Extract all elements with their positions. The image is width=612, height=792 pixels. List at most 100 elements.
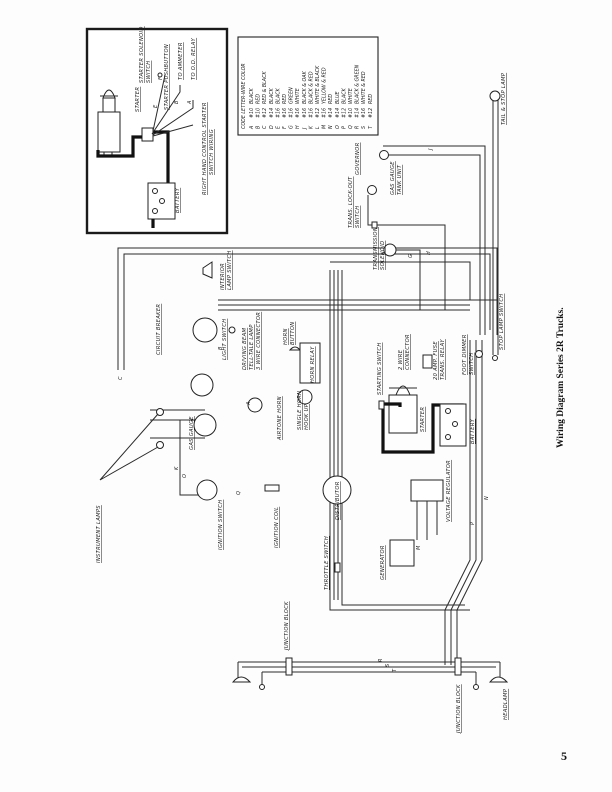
code-row-letter: N	[328, 125, 334, 129]
label-starter: STARTER	[420, 407, 426, 432]
wire-letter-markers: C A B K O Q J G H M P N R S T	[118, 148, 490, 672]
code-row-letter: G	[289, 125, 295, 129]
inset-battery-icon	[147, 182, 176, 228]
code-row-color: BLUE	[335, 91, 341, 104]
code-row-letter: M	[322, 124, 328, 129]
label-interior-lamp-switch-2: LAMP SWITCH	[227, 250, 233, 290]
parking-lamp-left-icon	[259, 684, 265, 690]
code-row-gauge: #12	[262, 108, 268, 118]
code-row-letter: F	[282, 126, 288, 129]
code-row-letter: A	[249, 126, 255, 130]
code-row-gauge: #12	[341, 108, 347, 118]
label-transmission-solenoid-2: SOLENOID	[380, 241, 386, 270]
code-row-gauge: #10	[256, 108, 262, 118]
inset-starter-label: STARTER	[135, 87, 141, 112]
junction-block-left-icon	[285, 657, 293, 676]
label-driving-beam-1: DRIVING BEAM	[242, 328, 248, 370]
label-interior-lamp-switch-1: INTERIOR	[220, 263, 226, 290]
inset-starter-icon	[97, 89, 121, 157]
code-row-color: RED	[368, 94, 374, 104]
horn-relay-icon	[299, 342, 321, 384]
label-battery: BATTERY	[470, 418, 476, 444]
code-table-frame	[237, 36, 379, 136]
wire-marker-t: T	[392, 668, 398, 672]
ammeter-icon	[190, 373, 214, 397]
code-row-gauge: #12	[315, 108, 321, 118]
code-row-letter: K	[308, 125, 314, 129]
code-row-letter: P	[341, 126, 347, 129]
starter-icon	[388, 385, 418, 434]
code-row-letter: H	[295, 125, 301, 129]
code-row-gauge: #16	[295, 108, 301, 118]
label-trans-lockout-2: SWITCH	[355, 206, 361, 228]
label-gas-gauge-tank-unit-2: TANK UNIT	[397, 164, 403, 195]
code-row-letter: T	[368, 125, 374, 129]
inset-solenoid-label-2: SWITCH	[146, 61, 152, 83]
junction-block-right-icon	[454, 657, 462, 676]
airtone-horn-icon	[247, 397, 263, 413]
label-fuse-1: 20 AMP. FUSE	[433, 341, 439, 380]
wire-marker-a: A	[246, 401, 252, 406]
label-trans-lockout-1: TRANS. LOCK-OUT	[348, 176, 354, 228]
inset-panel: STARTER STARTER SOLENOID SWITCH STARTER …	[85, 26, 229, 235]
wire-marker-b: B	[218, 346, 224, 350]
label-ignition-coil: IGNITION COIL	[274, 507, 280, 548]
label-single-horn-1: SINGLE HORN	[297, 391, 303, 430]
wire-marker-c: C	[118, 376, 124, 380]
gas-gauge-tank-unit-icon	[379, 150, 389, 160]
label-junction-block-left: JUNCTION BLOCK	[284, 601, 290, 651]
single-horn-icon	[297, 389, 313, 405]
label-driving-beam-3: 3 WIRE CONNECTOR	[256, 312, 262, 370]
inset-solenoid-label-1: STARTER SOLENOID	[139, 26, 145, 83]
component-labels: TAIL & STOP LAMP STOP LAMP SWITCH GAS GA…	[96, 72, 509, 734]
instrument-lamp-icon	[156, 408, 164, 416]
code-row-color: BLACK	[269, 87, 275, 104]
throttle-switch-icon	[334, 562, 341, 573]
code-row-letter: D	[269, 125, 275, 129]
component-icons	[99, 261, 509, 690]
label-airtone-horn: AIRTONE HORN	[277, 396, 283, 441]
code-row-gauge: #16	[289, 108, 295, 118]
code-row-color: RED & BLACK	[262, 71, 268, 104]
code-row-gauge: #14	[269, 108, 275, 118]
wire-marker-m: M	[416, 545, 422, 550]
wire-marker-k: K	[174, 466, 180, 470]
tail-stop-lamp-icon	[489, 90, 501, 102]
light-switch-icon	[192, 317, 218, 343]
code-row-gauge: #14	[335, 108, 341, 118]
code-row-gauge: #14	[328, 108, 334, 118]
inset-heading-line-2: SWITCH WIRING	[209, 129, 215, 175]
gas-gauge-icon	[193, 413, 217, 437]
code-row-gauge: #16	[282, 108, 288, 118]
label-light-switch: LIGHT SWITCH	[222, 319, 228, 360]
code-row-letter: E	[275, 125, 281, 129]
label-tail-stop-lamp: TAIL & STOP LAMP	[501, 72, 507, 125]
voltage-regulator-icon	[410, 479, 444, 502]
parking-lamp-right-icon	[473, 684, 479, 690]
inset-wire-b: B	[174, 100, 180, 104]
starting-switch-icon	[378, 400, 385, 410]
code-row-gauge: #16	[275, 108, 281, 118]
code-row-letter: R	[355, 126, 361, 129]
code-row-gauge: #10	[249, 108, 255, 118]
wire-marker-n: N	[484, 496, 490, 500]
code-row-gauge: #12	[368, 108, 374, 118]
label-gas-gauge-tank-unit-1: GAS GAUGE	[390, 161, 396, 195]
code-row-letter: B	[256, 126, 262, 129]
label-two-wire-connector-1: 2 WIRE	[398, 349, 404, 370]
wire-marker-h: H	[426, 251, 432, 255]
label-gas-gauge: GAS GAUGE	[189, 416, 195, 450]
battery-icon	[439, 403, 467, 447]
label-governor: GOVERNOR	[355, 142, 361, 175]
wire-harness	[117, 90, 501, 685]
label-stop-lamp-switch: STOP LAMP SWITCH	[499, 294, 505, 350]
code-row-gauge: #16	[322, 108, 328, 118]
code-row-color: BLACK & RED	[308, 71, 314, 104]
wire-marker-o: O	[182, 474, 188, 478]
code-row-color: WHITE & RED	[361, 71, 367, 104]
code-row-gauge: #14	[355, 108, 361, 118]
code-row-letter: O	[335, 125, 341, 129]
wire-marker-p: P	[470, 522, 476, 525]
label-driving-beam-2: TELL-TALE LAMP	[249, 324, 255, 370]
label-ignition-switch: IGNITION SWITCH	[218, 500, 224, 550]
